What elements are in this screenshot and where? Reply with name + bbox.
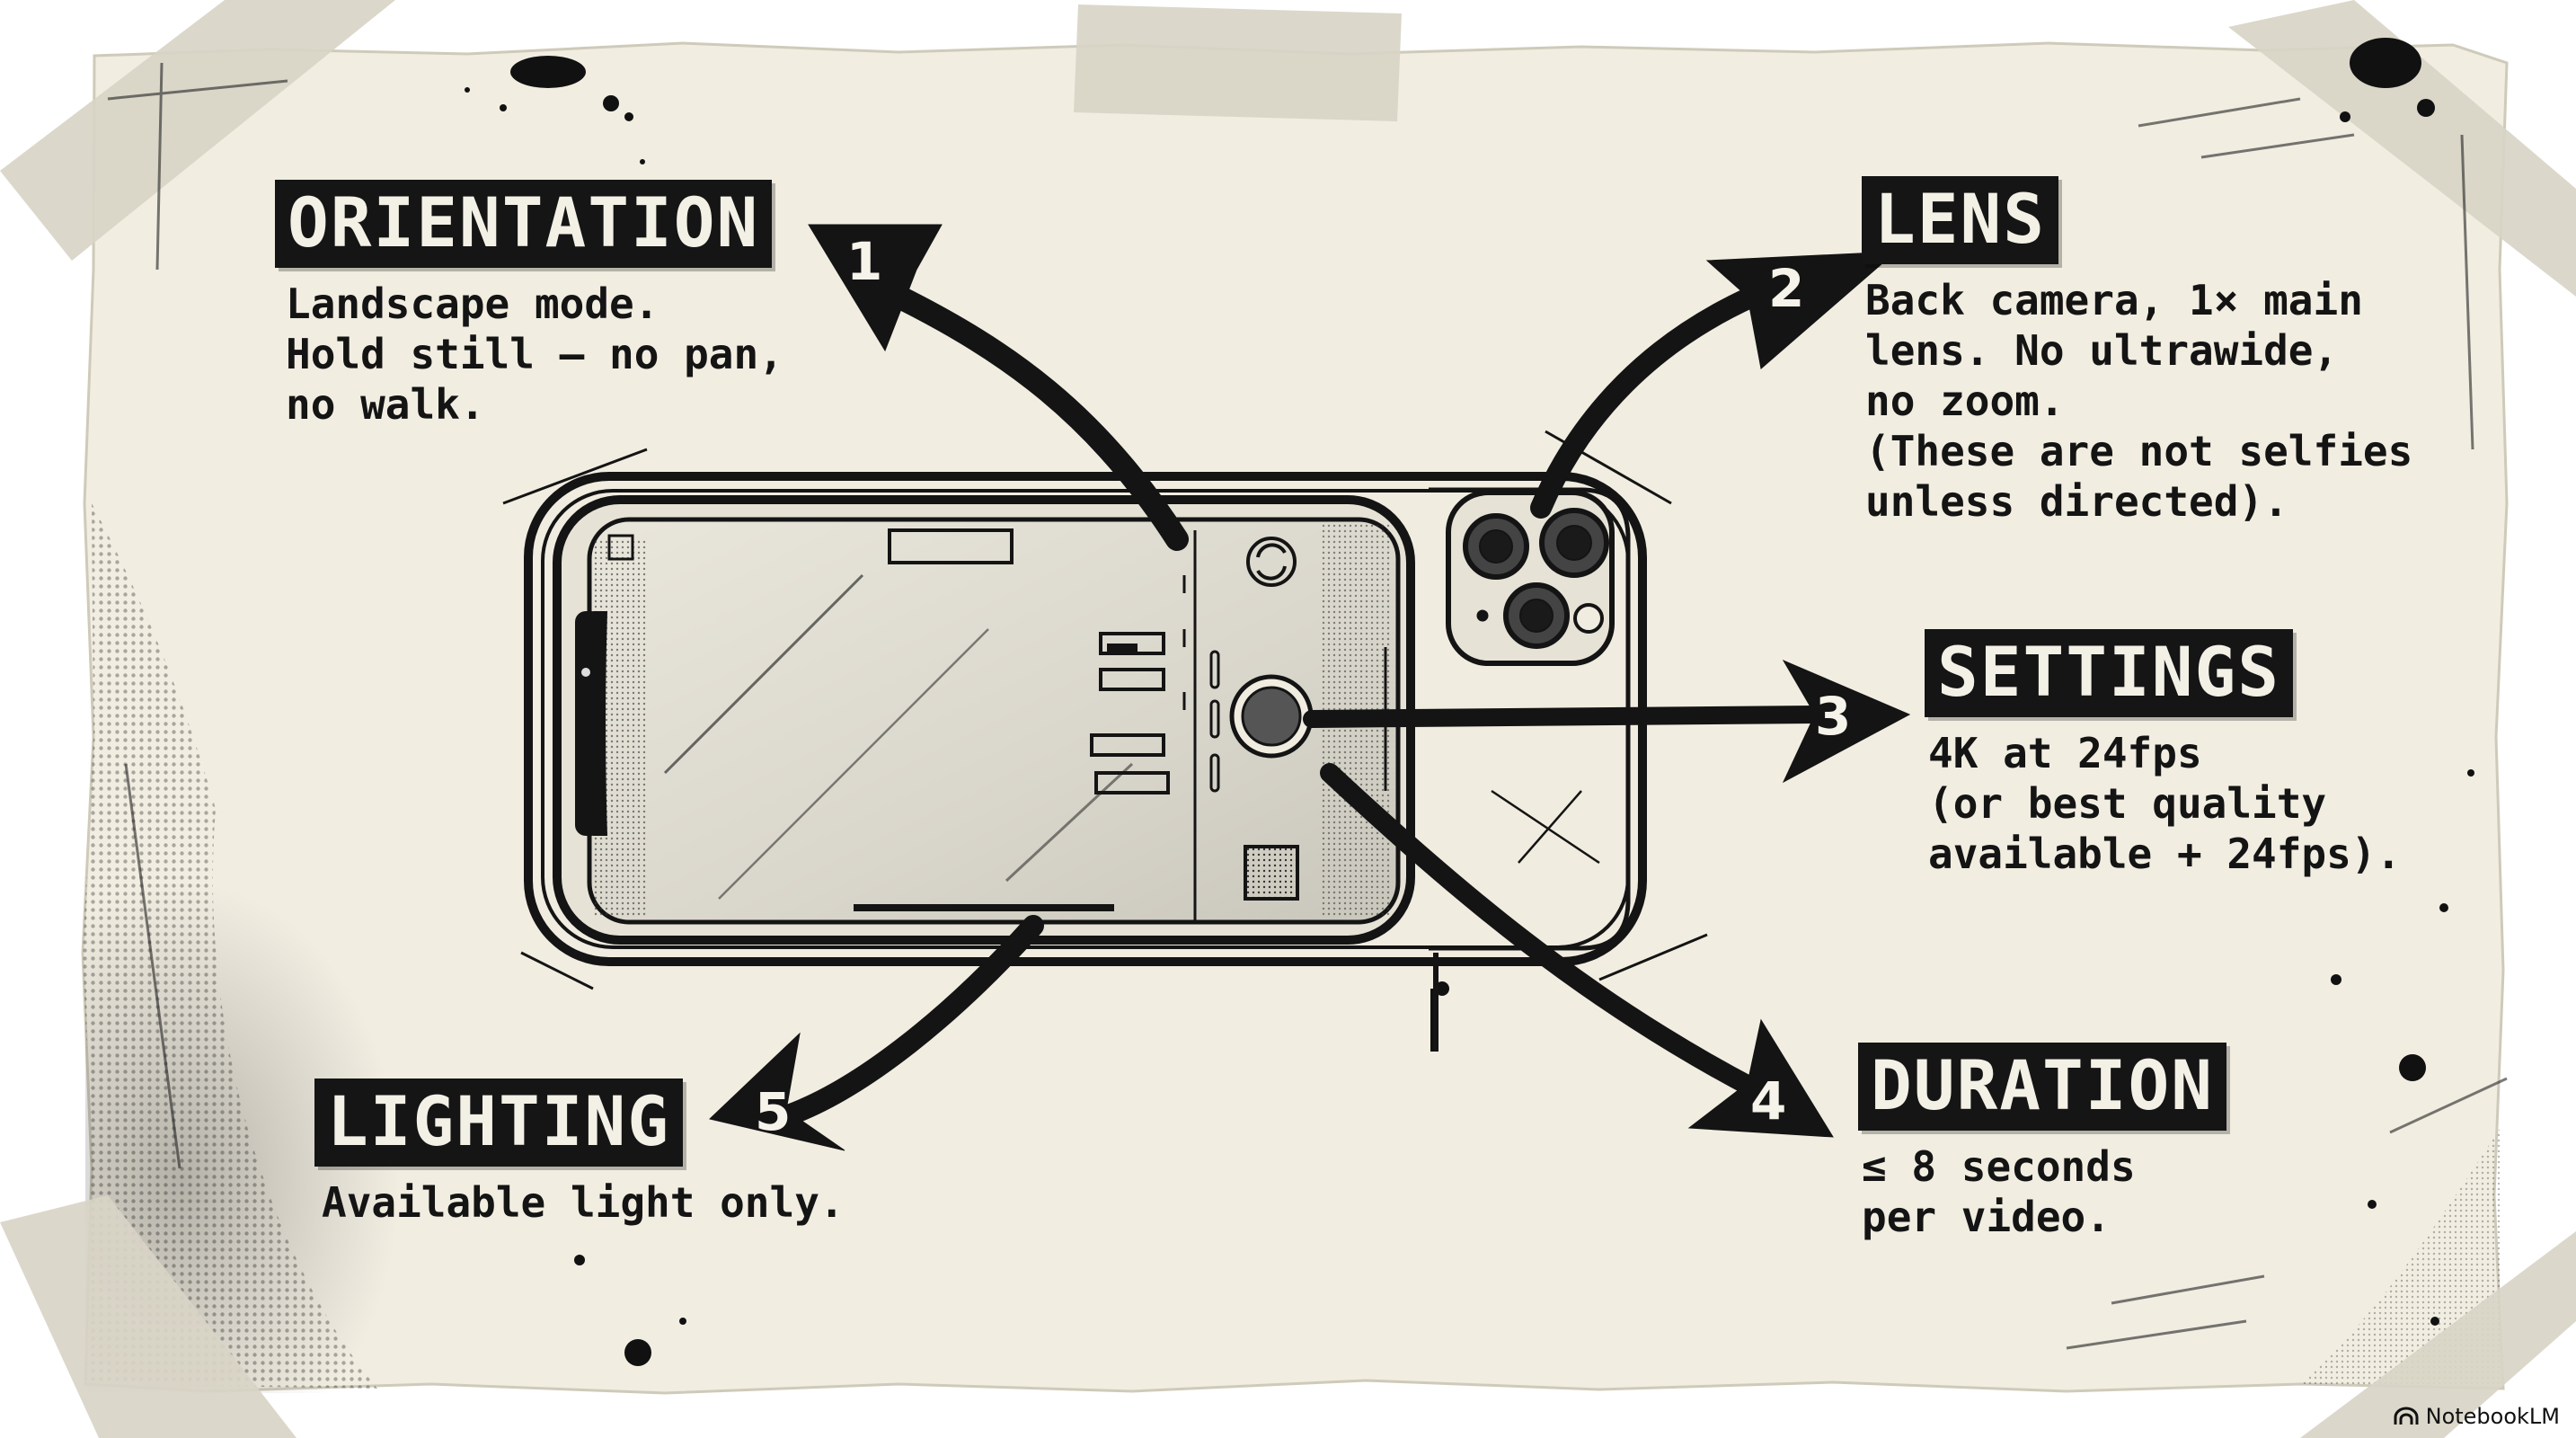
notebooklm-brand: NotebookLM: [2394, 1404, 2560, 1429]
lens-line: lens. No ultrawide,: [1865, 326, 2339, 375]
arrowhead-2: [1705, 251, 1898, 369]
phone-illustration: [502, 430, 1708, 1052]
scratch-lines: [107, 62, 2508, 1350]
arrow-number-3: 3: [1815, 686, 1852, 747]
duration-text: ≤ 8 seconds per video.: [1862, 1141, 2226, 1242]
lens-line: unless directed).: [1865, 477, 2288, 526]
lens-line: (These are not selfies: [1865, 427, 2413, 475]
arrowhead-1: [808, 224, 943, 352]
orientation-line: Landscape mode.: [286, 280, 659, 328]
orientation-line: no walk.: [286, 380, 485, 429]
duration-line: per video.: [1862, 1193, 2111, 1241]
arrow-number-4: 4: [1750, 1070, 1787, 1132]
duration-line: ≤ 8 seconds: [1862, 1142, 2136, 1191]
arrow-2: [1530, 286, 1763, 519]
duration-section: DURATION ≤ 8 seconds per video.: [1858, 1043, 2227, 1242]
orientation-text: Landscape mode. Hold still — no pan, no …: [286, 279, 783, 430]
lighting-section: LIGHTING Available light only.: [314, 1078, 845, 1228]
arrow-5: [780, 915, 1044, 1125]
settings-label: SETTINGS: [1925, 629, 2294, 717]
arrow-number-1: 1: [846, 231, 883, 292]
arrowhead-5: [708, 1032, 845, 1151]
arrow-1: [887, 285, 1189, 551]
lens-line: Back camera, 1× main: [1865, 276, 2363, 324]
arrowhead-4: [1687, 1018, 1834, 1138]
arrow-number-2: 2: [1768, 258, 1805, 319]
lens-line: no zoom.: [1865, 377, 2065, 425]
arrow-4: [1320, 763, 1762, 1097]
arrow-number-5: 5: [755, 1081, 792, 1142]
notebooklm-logo-icon: [2394, 1407, 2419, 1425]
halftone-shade-right: [2300, 1123, 2503, 1389]
orientation-label: ORIENTATION: [275, 180, 773, 268]
lighting-line: Available light only.: [322, 1178, 845, 1227]
arrowhead-3: [1782, 659, 1911, 784]
settings-text: 4K at 24fps (or best quality available +…: [1928, 728, 2401, 879]
arrow-3: [1303, 706, 1824, 728]
lighting-label: LIGHTING: [314, 1078, 684, 1167]
orientation-line: Hold still — no pan,: [286, 330, 783, 378]
lens-text: Back camera, 1× main lens. No ultrawide,…: [1865, 275, 2412, 527]
settings-line: 4K at 24fps: [1928, 729, 2202, 777]
orientation-section: ORIENTATION Landscape mode. Hold still —…: [275, 180, 783, 430]
settings-line: (or best quality: [1928, 779, 2327, 828]
settings-line: available + 24fps).: [1928, 830, 2402, 878]
settings-section: SETTINGS 4K at 24fps (or best quality av…: [1925, 629, 2401, 879]
lens-section: LENS Back camera, 1× main lens. No ultra…: [1862, 176, 2412, 527]
brand-name: NotebookLM: [2425, 1404, 2560, 1429]
lens-label: LENS: [1862, 176, 2059, 264]
lighting-text: Available light only.: [322, 1177, 845, 1228]
callout-arrows: [708, 224, 1911, 1151]
duration-label: DURATION: [1858, 1043, 2227, 1131]
